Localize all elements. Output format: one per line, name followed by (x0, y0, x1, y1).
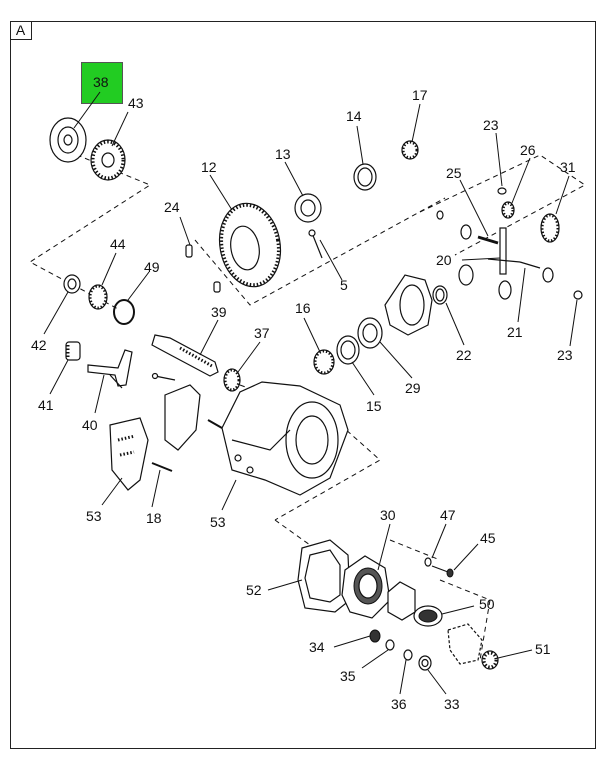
callout-40[interactable]: 40 (82, 417, 98, 433)
callout-53-housing[interactable]: 53 (210, 514, 226, 530)
callout-18[interactable]: 18 (146, 510, 162, 526)
callout-42[interactable]: 42 (31, 337, 47, 353)
part-15[interactable] (336, 335, 360, 365)
callout-15[interactable]: 15 (366, 398, 382, 414)
callout-31[interactable]: 31 (560, 159, 576, 175)
callout-38[interactable]: 38 (93, 74, 109, 90)
callout-13[interactable]: 13 (275, 146, 291, 162)
callout-34[interactable]: 34 (309, 639, 325, 655)
part-22[interactable] (432, 285, 448, 305)
part-26[interactable] (501, 201, 515, 219)
part-49[interactable] (113, 299, 135, 325)
part-35[interactable] (385, 639, 395, 651)
callout-23-bottom[interactable]: 23 (557, 347, 573, 363)
case-insert[interactable] (109, 384, 201, 491)
part-50[interactable] (413, 605, 443, 627)
part-14[interactable] (353, 163, 377, 191)
callout-35[interactable]: 35 (340, 668, 356, 684)
callout-41[interactable]: 41 (38, 397, 54, 413)
part-17[interactable] (401, 140, 419, 160)
view-tag: A (10, 21, 32, 40)
part-13[interactable] (294, 193, 322, 223)
callout-14[interactable]: 14 (346, 108, 362, 124)
callout-labels: 38 43 12 13 14 17 23 26 31 25 24 44 49 5… (31, 74, 576, 712)
callout-22[interactable]: 22 (456, 347, 472, 363)
part-45[interactable] (431, 565, 454, 578)
part-12[interactable] (213, 198, 287, 291)
callout-25[interactable]: 25 (446, 165, 462, 181)
callout-17[interactable]: 17 (412, 87, 428, 103)
callout-53-left[interactable]: 53 (86, 508, 102, 524)
callout-29[interactable]: 29 (405, 380, 421, 396)
part-51[interactable] (447, 623, 499, 670)
callout-36[interactable]: 36 (391, 696, 407, 712)
part-47[interactable] (424, 557, 432, 567)
part-25[interactable] (436, 210, 499, 245)
part-40[interactable] (87, 349, 133, 389)
part-43[interactable] (90, 139, 126, 181)
callout-26[interactable]: 26 (520, 142, 536, 158)
part-37[interactable] (223, 368, 241, 392)
part-36[interactable] (403, 649, 413, 661)
leader-lines (43, 91, 578, 695)
diagram-frame (10, 21, 596, 749)
part-44[interactable] (88, 284, 108, 310)
part-34[interactable] (369, 629, 381, 643)
part-33[interactable] (418, 655, 432, 671)
callout-30[interactable]: 30 (380, 507, 396, 523)
highlight-box-38[interactable] (81, 62, 123, 104)
callout-23-top[interactable]: 23 (483, 117, 499, 133)
diff-case[interactable] (384, 274, 433, 336)
callout-44[interactable]: 44 (110, 236, 126, 252)
callout-43[interactable]: 43 (128, 95, 144, 111)
part-16[interactable] (313, 349, 335, 375)
part-29[interactable] (357, 317, 383, 349)
callout-39[interactable]: 39 (211, 304, 227, 320)
part-38[interactable] (49, 117, 87, 163)
part-5[interactable] (308, 229, 323, 259)
callout-51[interactable]: 51 (535, 641, 551, 657)
callout-47[interactable]: 47 (440, 507, 456, 523)
callout-24[interactable]: 24 (164, 199, 180, 215)
part-23-bottom[interactable] (573, 290, 583, 300)
part-21[interactable] (458, 261, 554, 300)
part-53-housing[interactable] (221, 381, 349, 496)
callout-20[interactable]: 20 (436, 252, 452, 268)
part-41[interactable] (65, 341, 81, 361)
part-31[interactable] (540, 213, 560, 243)
sleeve (387, 581, 416, 621)
part-30[interactable] (341, 555, 391, 619)
part-24[interactable] (185, 244, 221, 293)
callout-33[interactable]: 33 (444, 696, 460, 712)
part-23-top[interactable] (497, 187, 507, 195)
callout-50[interactable]: 50 (479, 596, 495, 612)
callout-21[interactable]: 21 (507, 324, 523, 340)
callout-49[interactable]: 49 (144, 259, 160, 275)
callout-52[interactable]: 52 (246, 582, 262, 598)
part-20[interactable] (487, 227, 521, 275)
part-52[interactable] (297, 539, 351, 613)
callout-16[interactable]: 16 (295, 300, 311, 316)
part-18[interactable] (151, 419, 223, 472)
callout-45[interactable]: 45 (480, 530, 496, 546)
callout-37[interactable]: 37 (254, 325, 270, 341)
callout-5[interactable]: 5 (340, 277, 348, 293)
part-42[interactable] (63, 274, 81, 294)
screw-near-39 (151, 372, 176, 381)
part-39[interactable] (151, 334, 219, 377)
callout-12[interactable]: 12 (201, 159, 217, 175)
